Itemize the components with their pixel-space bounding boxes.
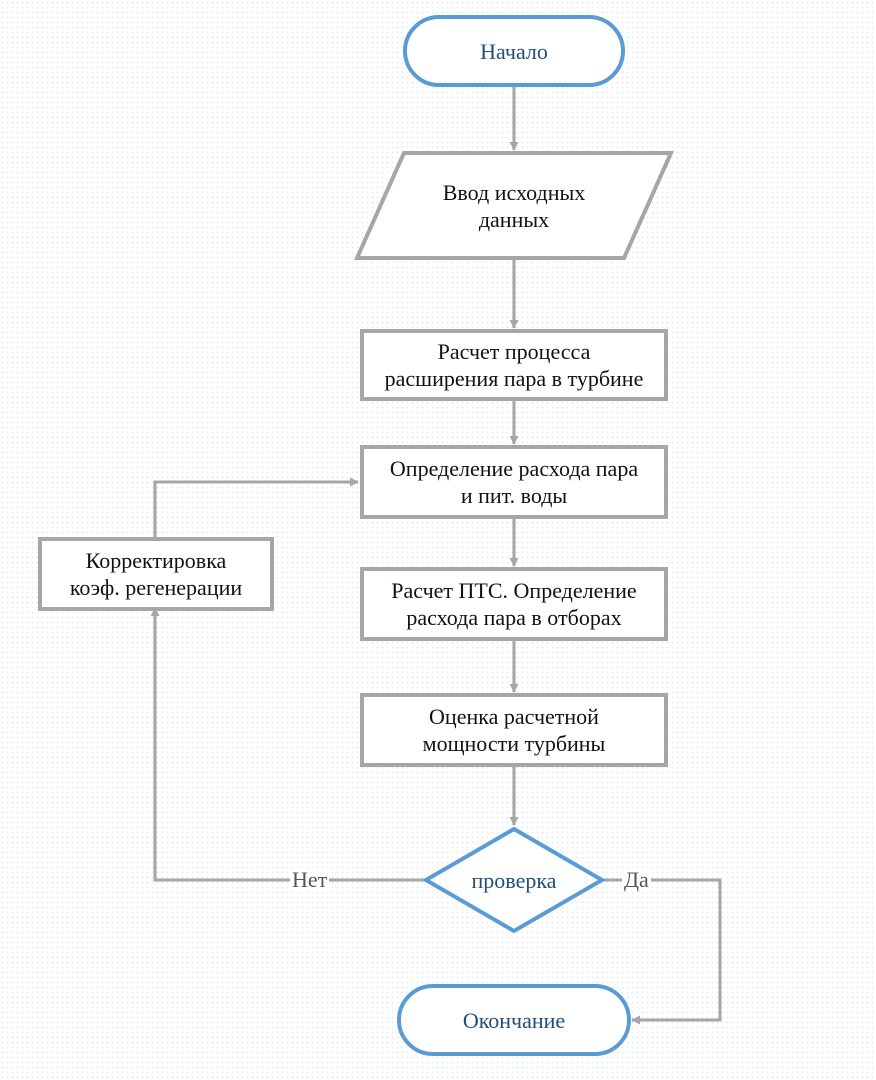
step4-label: Оценка расчетной мощности турбины bbox=[422, 704, 606, 756]
process-box-correction bbox=[38, 537, 274, 611]
input-label: Ввод исходных данных bbox=[442, 179, 586, 232]
connector-decision-no bbox=[150, 607, 426, 882]
start-terminal bbox=[403, 15, 625, 87]
process-box-step2 bbox=[360, 445, 668, 519]
process-box-step1 bbox=[360, 329, 668, 401]
process-box-step3 bbox=[360, 567, 668, 641]
step2-label: Определение расхода пара и пит. воды bbox=[389, 456, 639, 508]
step1-label: Расчет процесса расширения пара в турбин… bbox=[384, 339, 644, 391]
process-box-step4 bbox=[360, 693, 668, 767]
step3-label: Расчет ПТС. Определение расхода пара в о… bbox=[391, 578, 637, 630]
decision-label: проверка bbox=[471, 867, 557, 893]
start-label: Начало bbox=[480, 38, 548, 64]
connector-decision-yes bbox=[602, 878, 722, 1025]
correction-label: Корректировка коэф. регенерации bbox=[69, 548, 243, 600]
yes-branch-label: Да bbox=[622, 867, 651, 892]
input-parallelogram bbox=[353, 151, 675, 260]
connector-correction-step2 bbox=[153, 477, 359, 538]
end-terminal bbox=[397, 984, 631, 1056]
end-label: Окончание bbox=[462, 1007, 566, 1033]
decision-diamond bbox=[422, 826, 606, 934]
no-branch-label: Нет bbox=[290, 867, 330, 892]
